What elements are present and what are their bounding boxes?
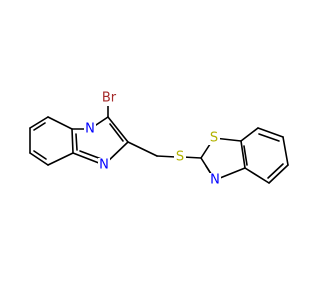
bond [156, 155, 177, 158]
bond [267, 163, 284, 179]
bond [243, 145, 248, 166]
bond [71, 128, 74, 154]
label-background [209, 173, 221, 187]
bond [29, 152, 49, 166]
bond [33, 122, 46, 131]
bond [29, 116, 49, 129]
bond [268, 164, 289, 184]
bond [257, 127, 284, 138]
molecule-structure: Br N N S S N [29, 90, 289, 188]
pyridine-ring [29, 116, 91, 166]
bridgehead-nitrogen-label: N [85, 122, 95, 137]
imidazole-nitrogen-label: N [99, 158, 109, 173]
label-background [174, 150, 186, 164]
bond [240, 140, 246, 169]
bond [75, 133, 78, 151]
thiazole-nitrogen-label: N [210, 173, 220, 188]
bond [205, 165, 212, 175]
bond [107, 116, 129, 143]
bond [127, 141, 158, 157]
label-background [208, 131, 220, 145]
bond [258, 133, 280, 142]
bond [240, 127, 259, 142]
bond [47, 116, 73, 130]
thioether-sulfur-label: S [176, 150, 184, 165]
label-background [84, 122, 96, 136]
thiazole-sulfur-label: S [210, 131, 218, 146]
bond [109, 123, 124, 142]
substituent-bonds [107, 105, 202, 159]
label-background [98, 158, 110, 172]
bond [244, 167, 270, 184]
bond [33, 150, 47, 160]
bond [282, 136, 289, 166]
bond [47, 152, 74, 166]
atom-labels: Br N N S S N [84, 90, 221, 188]
bromine-atom-label: Br [102, 91, 117, 106]
label-background [97, 90, 121, 106]
